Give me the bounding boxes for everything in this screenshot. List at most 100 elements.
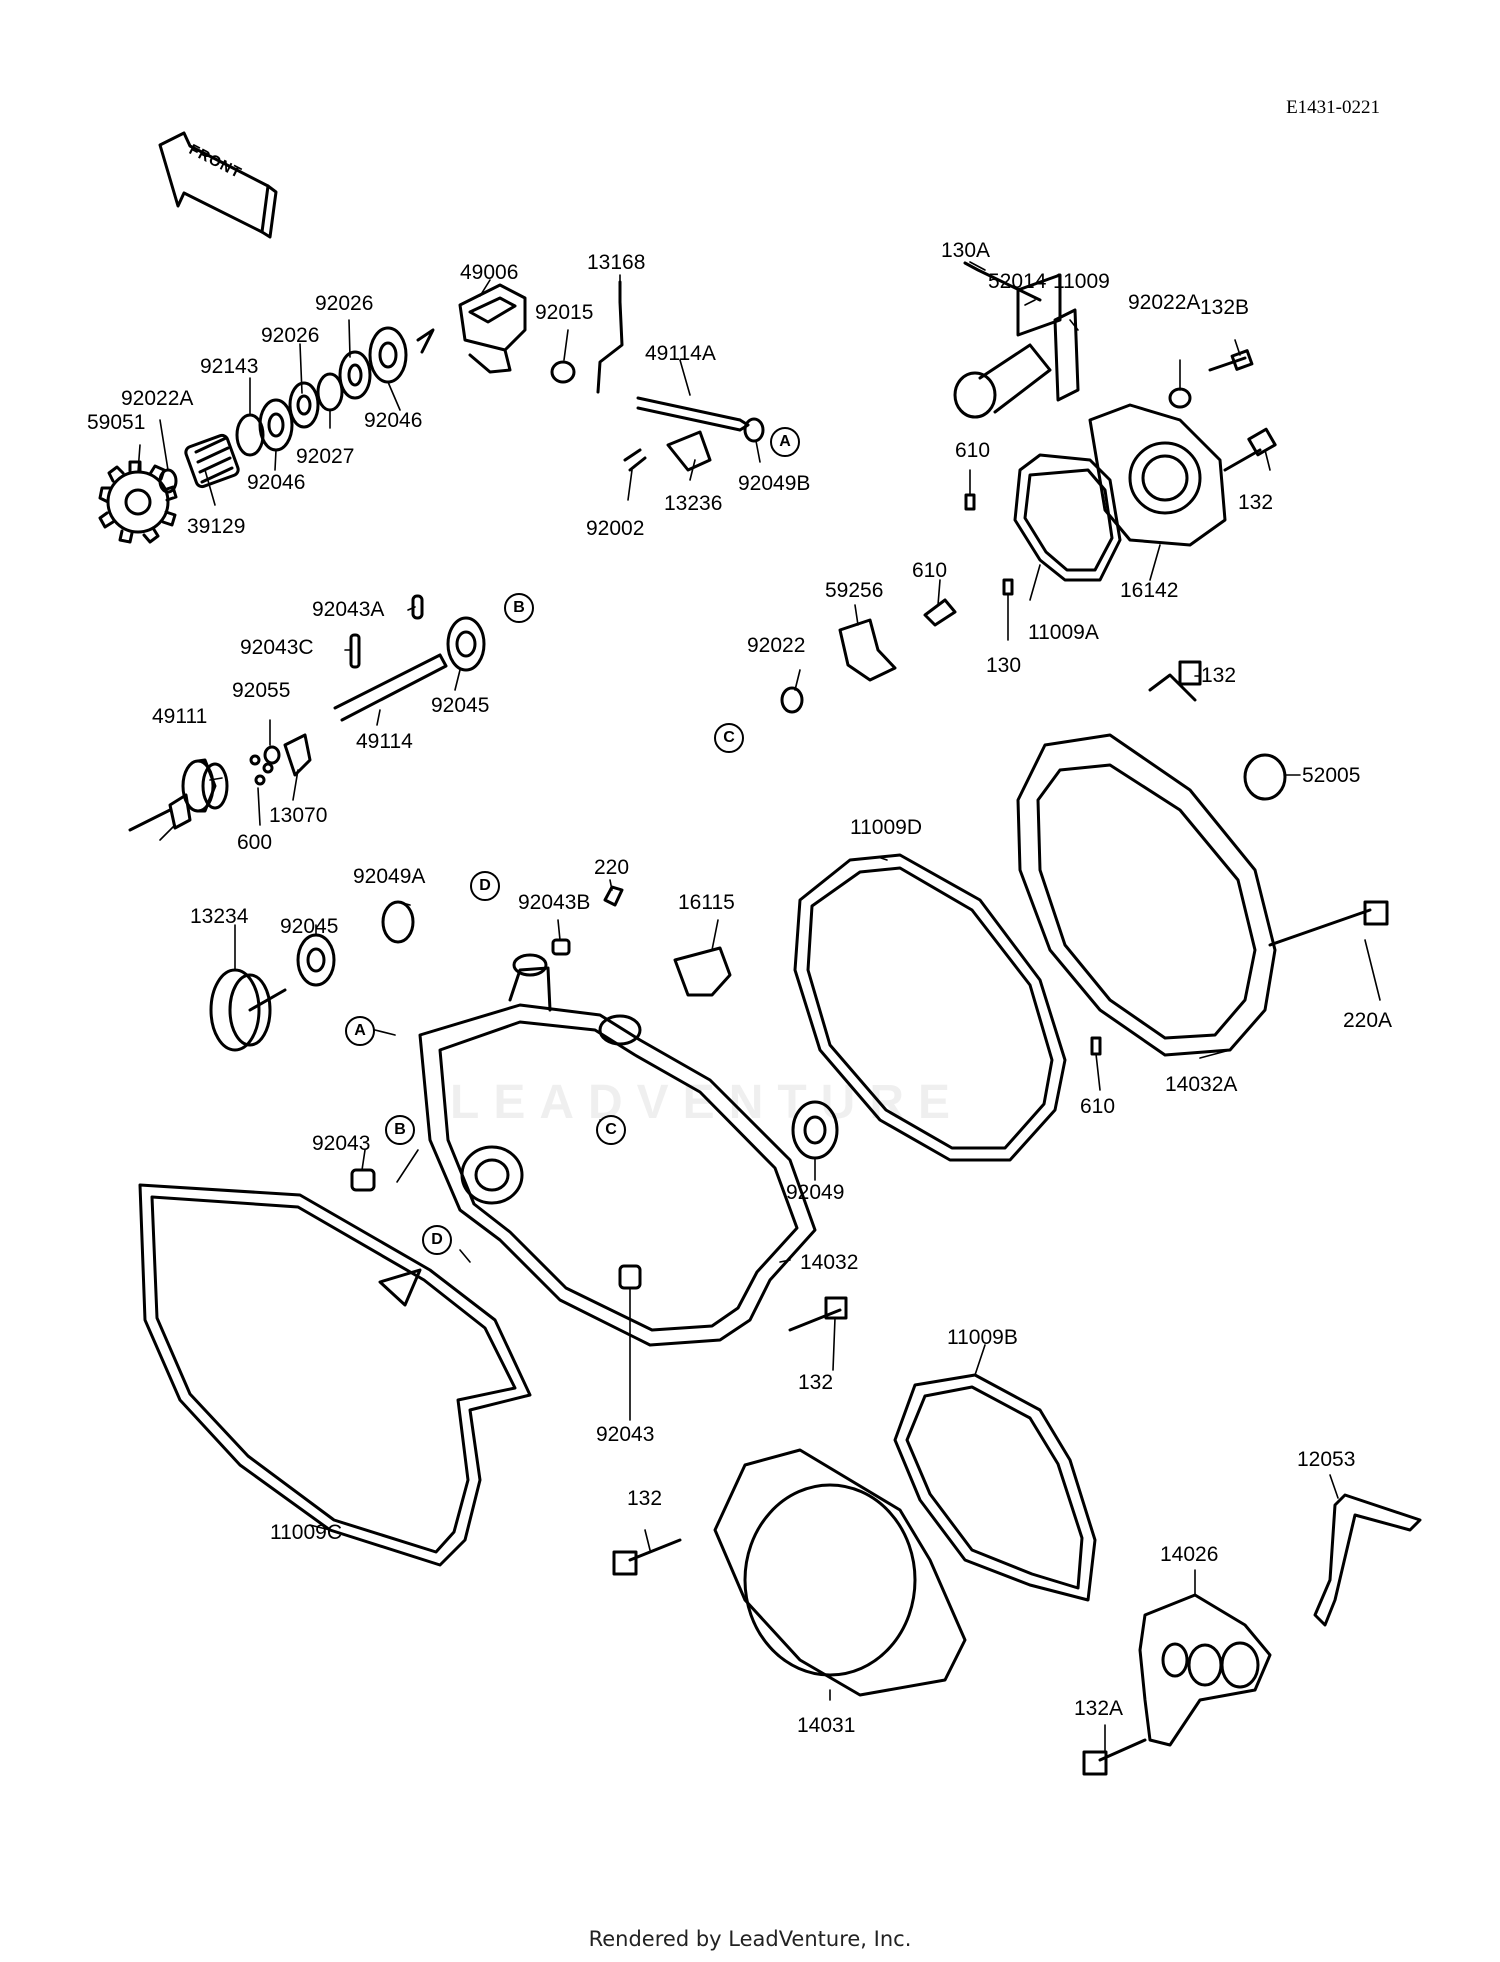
part-label: 92049 bbox=[786, 1181, 845, 1204]
clip-92055 bbox=[263, 745, 281, 765]
washer-92022 bbox=[780, 686, 804, 714]
gear-92046-upper bbox=[368, 326, 408, 384]
part-label: 14026 bbox=[1160, 1543, 1219, 1566]
bracket-12053 bbox=[1313, 1493, 1422, 1627]
pin-92043b bbox=[551, 938, 571, 956]
part-label: 92002 bbox=[586, 517, 645, 540]
part-label: 130 bbox=[986, 654, 1022, 677]
seal-92049b bbox=[743, 417, 765, 443]
part-label: 132 bbox=[1201, 664, 1237, 687]
part-13070 bbox=[283, 733, 312, 777]
ref-marker-b-lower: B bbox=[385, 1115, 415, 1145]
ref-marker-c: C bbox=[714, 723, 744, 753]
part-label: 92022A bbox=[1128, 291, 1201, 314]
gear-92046-lower bbox=[258, 398, 294, 452]
part-label: 16142 bbox=[1120, 579, 1179, 602]
washer-92026-lower bbox=[288, 381, 320, 429]
part-label: 13234 bbox=[190, 905, 249, 928]
part-label: 92022 bbox=[747, 634, 806, 657]
part-label: 92049B bbox=[738, 472, 811, 495]
part-label: 92015 bbox=[535, 301, 594, 324]
gasket-11009c bbox=[138, 1183, 532, 1567]
part-label: 92027 bbox=[296, 445, 355, 468]
dowel-610-upper bbox=[964, 493, 976, 511]
footer-credit: Rendered by LeadVenture, Inc. bbox=[588, 1927, 912, 1951]
part-label: 11009D bbox=[850, 816, 923, 839]
shaft-49114a bbox=[636, 396, 750, 432]
bearing-92045 bbox=[296, 933, 336, 987]
part-label: 13236 bbox=[664, 492, 723, 515]
ref-marker-d-lower: D bbox=[422, 1225, 452, 1255]
pipe-52014 bbox=[953, 371, 997, 419]
part-label: 92045 bbox=[280, 915, 339, 938]
part-label: 12053 bbox=[1297, 1448, 1356, 1471]
clutch-cover-14032a bbox=[1016, 733, 1277, 1057]
part-label: 92046 bbox=[247, 471, 306, 494]
diagram-id: E1431-0221 bbox=[1286, 97, 1380, 118]
part-label: 14031 bbox=[797, 1714, 856, 1737]
ref-marker-b: B bbox=[504, 593, 534, 623]
part-label: 14032 bbox=[800, 1251, 859, 1274]
part-label: 92026 bbox=[261, 324, 320, 347]
part-label: 92046 bbox=[364, 409, 423, 432]
part-label: 49006 bbox=[460, 261, 519, 284]
flange-52014 bbox=[1016, 273, 1062, 337]
part-label: 610 bbox=[912, 559, 948, 582]
part-label: 11009C bbox=[270, 1521, 343, 1544]
front-arrow-icon bbox=[158, 131, 278, 239]
part-label: 16115 bbox=[678, 891, 735, 914]
part-label: 13070 bbox=[269, 804, 328, 827]
seal-52005 bbox=[1243, 753, 1287, 801]
seal-92049a bbox=[381, 900, 415, 944]
dowel-92043-upper bbox=[350, 1168, 376, 1192]
part-label: 11009A bbox=[1028, 621, 1099, 644]
part-label: 92026 bbox=[315, 292, 374, 315]
shaft-49114 bbox=[333, 653, 448, 722]
part-label: 39129 bbox=[187, 515, 246, 538]
spring-39129 bbox=[184, 433, 240, 489]
gasket-11009 bbox=[1053, 308, 1080, 402]
gasket-11009a bbox=[1013, 453, 1122, 582]
crankcase-cover-14032 bbox=[418, 953, 817, 1347]
ref-marker-d: D bbox=[470, 871, 500, 901]
bolt-head-132-right bbox=[1178, 660, 1202, 686]
cover-14031 bbox=[713, 1448, 967, 1697]
part-label: 92045 bbox=[431, 694, 490, 717]
washer-92026-upper bbox=[338, 350, 372, 400]
part-13236 bbox=[666, 430, 712, 472]
part-label: 11009 bbox=[1053, 270, 1110, 293]
part-label: 220A bbox=[1343, 1009, 1393, 1032]
part-label: 49114 bbox=[356, 730, 413, 753]
part-label: 132 bbox=[798, 1371, 834, 1394]
leader-lines bbox=[137, 261, 1381, 1753]
part-label: 92043A bbox=[312, 598, 385, 621]
part-label: 13168 bbox=[587, 251, 646, 274]
part-label: 92055 bbox=[232, 679, 291, 702]
part-label: 59256 bbox=[825, 579, 884, 602]
cover-16142 bbox=[1088, 403, 1227, 547]
ball-600-1 bbox=[249, 754, 261, 766]
guard-14026 bbox=[1138, 1593, 1272, 1747]
part-label: 92049A bbox=[353, 865, 426, 888]
ref-marker-a-lower: A bbox=[345, 1016, 375, 1046]
impeller-59256 bbox=[838, 618, 897, 682]
part-label: 130A bbox=[941, 239, 991, 262]
part-label: 49111 bbox=[152, 705, 208, 728]
part-label: 11009B bbox=[947, 1326, 1018, 1349]
nut-92015 bbox=[550, 360, 576, 384]
bolt-132-upper bbox=[1223, 448, 1262, 472]
pump-gear-59051 bbox=[98, 460, 178, 544]
ref-marker-c-lower: C bbox=[596, 1115, 626, 1145]
part-label: 132B bbox=[1200, 296, 1250, 319]
bolt-132-right bbox=[1148, 673, 1197, 702]
part-label: 52005 bbox=[1302, 764, 1361, 787]
part-label: 132 bbox=[627, 1487, 663, 1510]
part-label: 59051 bbox=[87, 411, 146, 434]
bearing-92045-upper bbox=[446, 616, 486, 672]
dowel-92043-lower bbox=[618, 1264, 642, 1290]
part-label: 600 bbox=[237, 831, 273, 854]
lever-13168 bbox=[596, 280, 624, 394]
part-label: 14032A bbox=[1165, 1073, 1238, 1096]
